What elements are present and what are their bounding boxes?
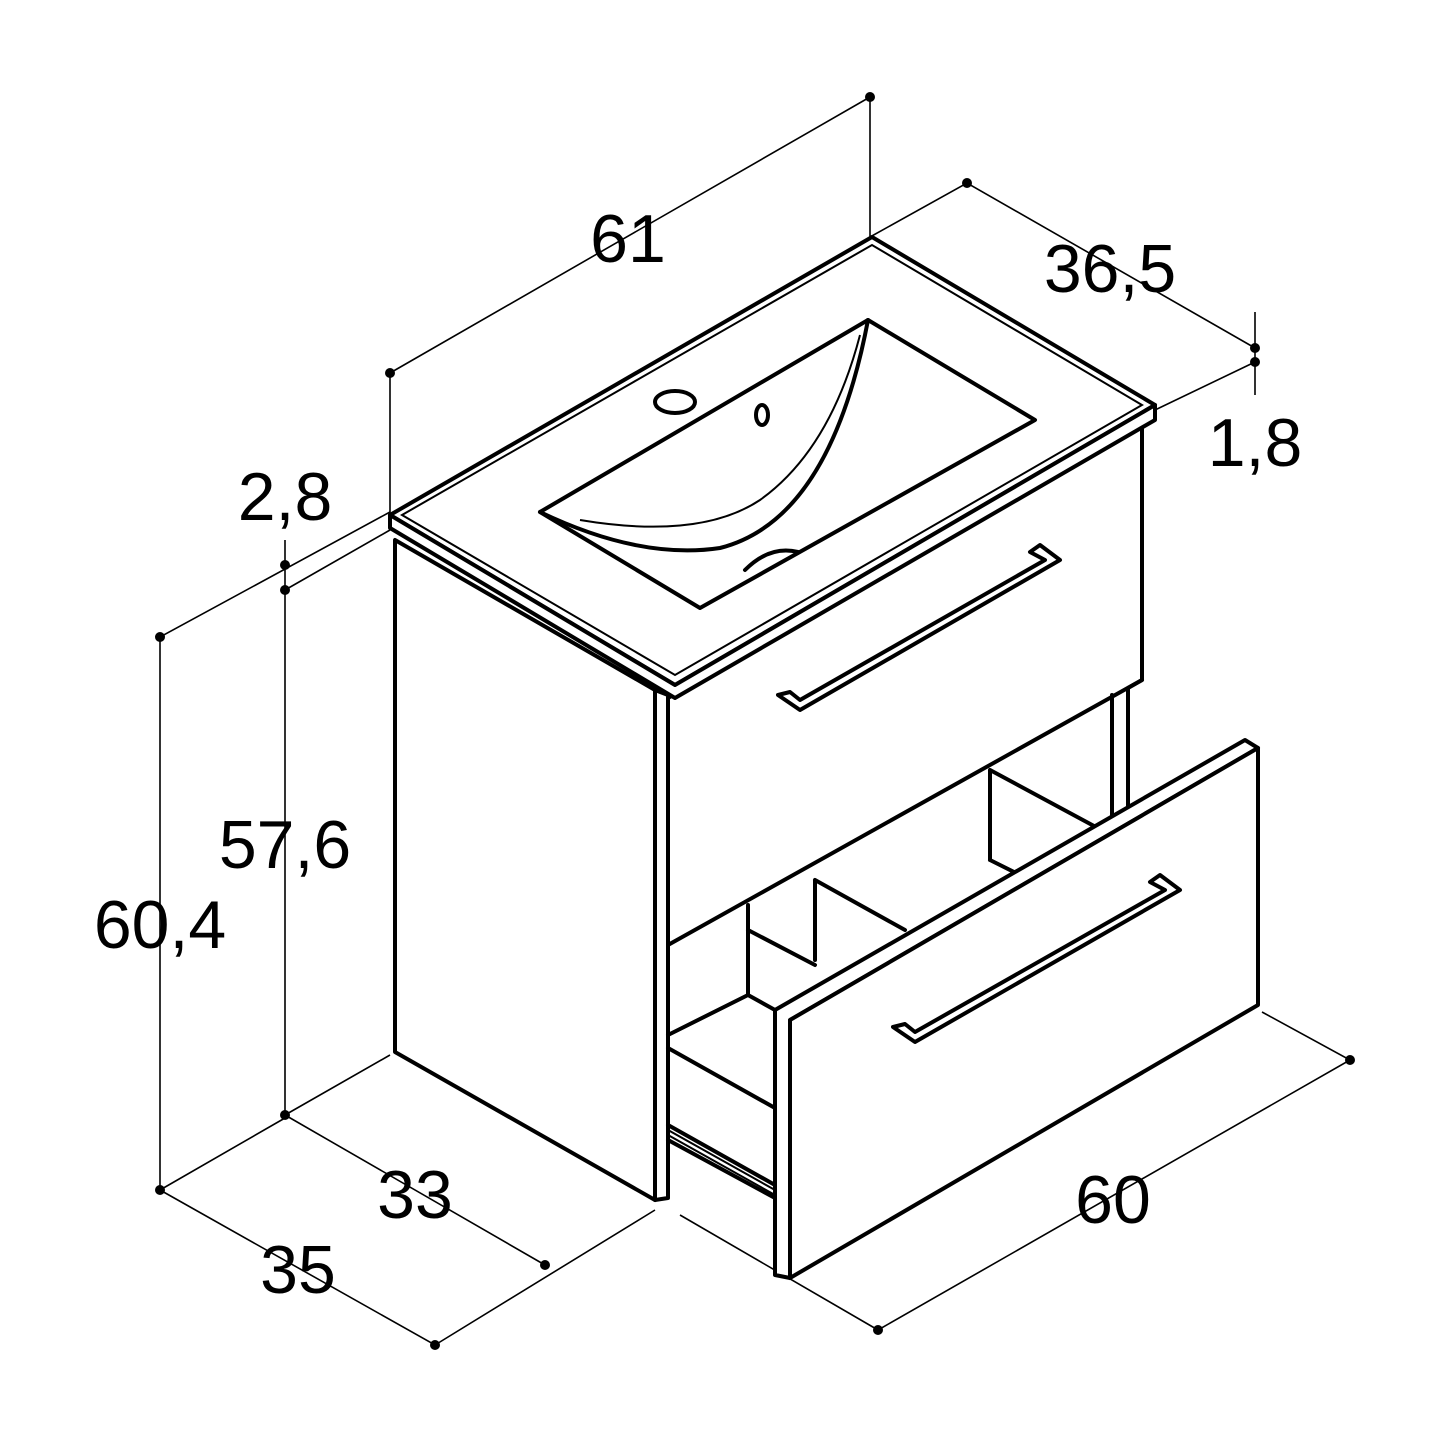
- dimension-labels: 61 36,5 1,8 2,8 57,6 60,4 33 35 60: [94, 201, 1302, 1308]
- tap-hole: [653, 389, 697, 415]
- drain: [743, 548, 800, 572]
- label-cabinet-height: 57,6: [219, 807, 351, 883]
- upper-handle: [776, 543, 1062, 712]
- label-basin-depth: 36,5: [1044, 231, 1176, 307]
- basin-bowl: [538, 318, 1037, 610]
- drawer-handles: [776, 543, 1182, 1044]
- lower-handle: [891, 873, 1182, 1044]
- label-total-depth: 35: [260, 1232, 336, 1308]
- label-top-thickness: 2,8: [238, 459, 333, 535]
- label-total-height: 60,4: [94, 887, 226, 963]
- dimension-lines: [155, 92, 1355, 1350]
- cabinet: [393, 423, 1260, 1280]
- label-basin-width: 61: [590, 201, 666, 277]
- lower-drawer-front: [788, 746, 1260, 1280]
- label-cabinet-width: 60: [1075, 1162, 1151, 1238]
- basin-top: [388, 235, 1157, 700]
- overflow-hole: [754, 403, 770, 427]
- label-rim-thickness: 1,8: [1208, 405, 1303, 481]
- label-cabinet-depth: 33: [377, 1157, 453, 1233]
